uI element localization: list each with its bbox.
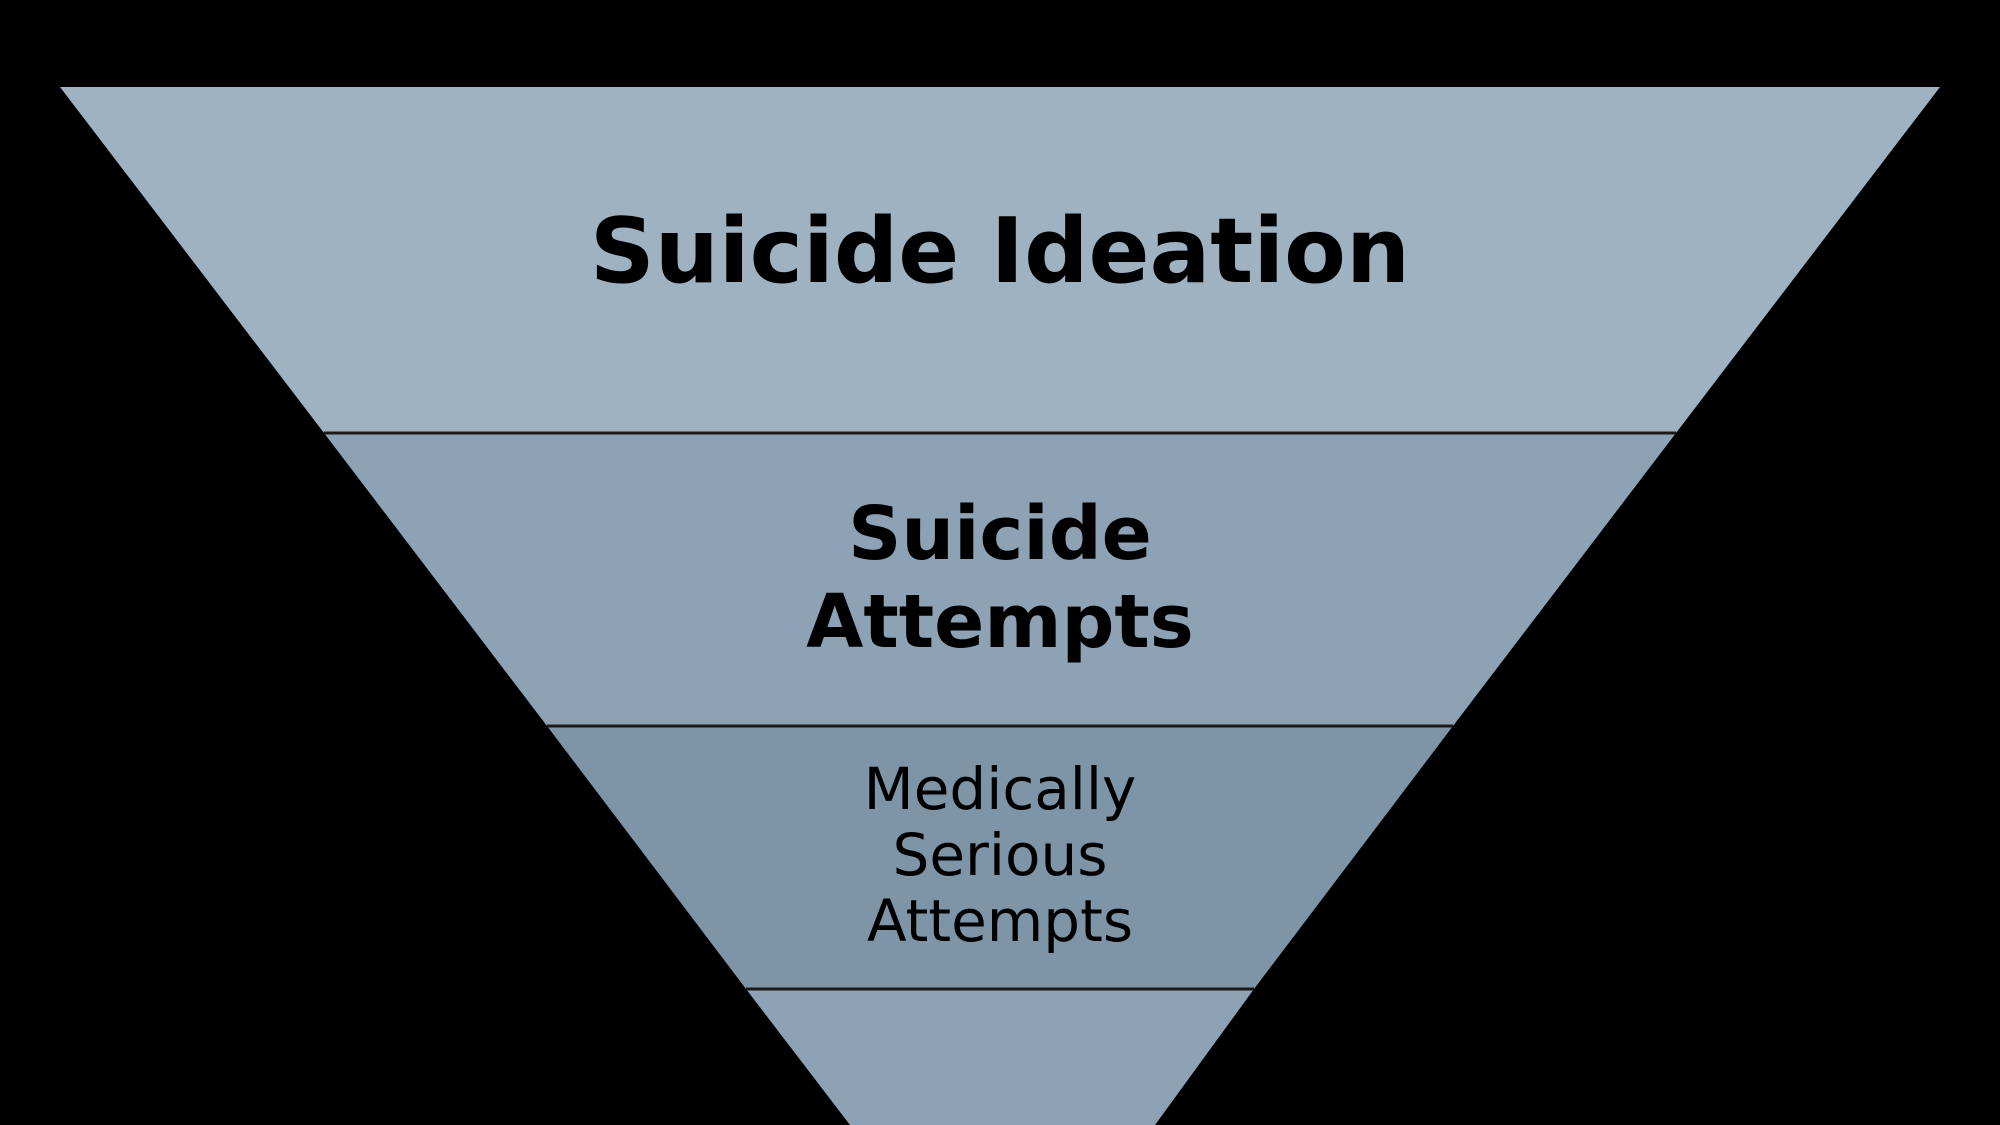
funnel-label-line: Attempts — [806, 579, 1194, 665]
funnel-layer-medical — [547, 726, 1453, 989]
funnel-label-attempts: Suicide Attempts — [0, 490, 2000, 666]
funnel-label-line: Suicide — [848, 491, 1152, 577]
funnel-label-line: Attempts — [866, 887, 1134, 955]
funnel-layer-ideation — [60, 87, 1940, 433]
funnel-layer-bottom — [746, 989, 1254, 1125]
funnel-label-line: Suicide Ideation — [589, 199, 1411, 304]
funnel-layer-attempts — [324, 433, 1676, 726]
funnel-label-line: Serious — [892, 821, 1108, 889]
funnel-label-line: Medically — [863, 755, 1137, 823]
funnel-label-medical: Medically Serious Attempts — [0, 756, 2000, 954]
funnel-label-ideation: Suicide Ideation — [0, 200, 2000, 304]
